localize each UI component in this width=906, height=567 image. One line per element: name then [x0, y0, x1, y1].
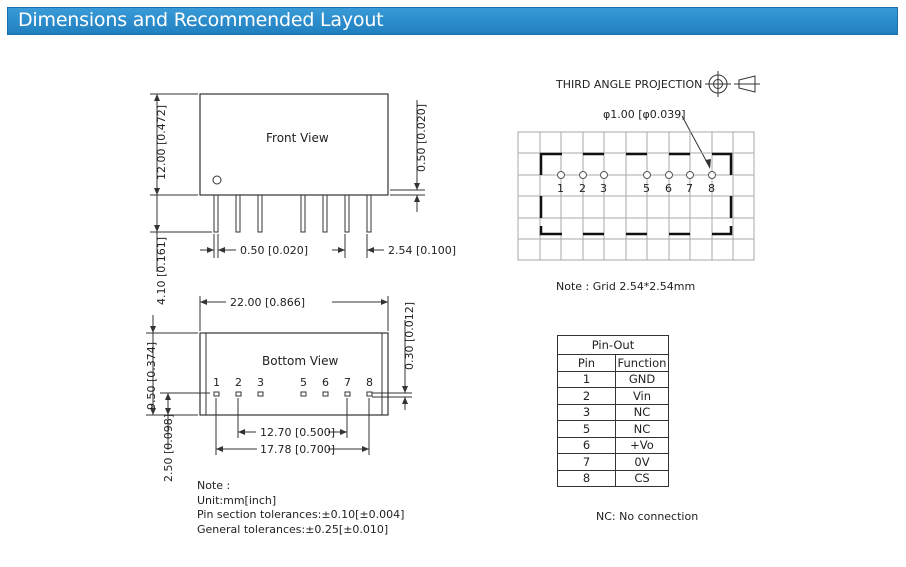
header-bar: Dimensions and Recommended Layout: [7, 7, 898, 35]
layout-pin-numbers: 1 2 3 5 6 7 8: [557, 182, 715, 195]
svg-text:8: 8: [366, 376, 373, 389]
dim-bottom-length: 22.00 [0.866]: [230, 296, 305, 309]
grid-note: Note : Grid 2.54*2.54mm: [556, 280, 695, 293]
svg-text:5: 5: [300, 376, 307, 389]
page-title: Dimensions and Recommended Layout: [18, 9, 384, 31]
notes-title: Note :: [197, 479, 231, 492]
table-row: 6+Vo: [557, 436, 669, 454]
dim-pin-thickness: 0.50 [0.020]: [415, 104, 428, 172]
notes-unit: Unit:mm[inch]: [197, 493, 277, 507]
svg-text:3: 3: [257, 376, 264, 389]
dim-span-12-70: 12.70 [0.500]: [260, 426, 335, 439]
dim-bottom-right-offset: 0.30 [0.012]: [403, 302, 416, 370]
front-view-body: [199, 93, 389, 196]
dim-pin-width: 0.50 [0.020]: [240, 244, 308, 257]
svg-text:6: 6: [665, 182, 672, 195]
svg-text:7: 7: [344, 376, 351, 389]
svg-text:8: 8: [708, 182, 715, 195]
bottom-pads: [213, 391, 373, 397]
pinout-col-function: Function: [615, 354, 669, 372]
notes-pin-tolerance: Pin section tolerances:±0.10[±0.004]: [197, 508, 405, 521]
svg-text:6: 6: [322, 376, 329, 389]
dim-front-height: 12.00 [0.472]: [155, 105, 168, 180]
projection-symbol-icon: [705, 71, 760, 97]
svg-text:1: 1: [213, 376, 220, 389]
dim-pin-length: 4.10 [0.161]: [155, 237, 168, 305]
front-view-label: Front View: [266, 131, 329, 145]
footprint-outline: [539, 152, 733, 236]
svg-text:5: 5: [643, 182, 650, 195]
front-pins: [213, 194, 372, 233]
tolerance-notes: Note : Unit:mm[inch] Pin section toleran…: [197, 479, 404, 537]
bottom-pin-numbers: 1 2 3 5 6 7 8: [213, 376, 373, 389]
notes-general-tolerance: General tolerances:±0.25[±0.010]: [197, 522, 389, 536]
dim-bottom-width: 9.50 [0.374]: [145, 342, 158, 410]
bottom-view-body: [199, 332, 389, 416]
layout-holes: [557, 171, 716, 179]
pin1-marker: [212, 175, 222, 185]
hole-diameter-label: φ1.00 [φ0.039]: [603, 108, 686, 121]
nc-note: NC: No connection: [596, 510, 698, 523]
projection-label: THIRD ANGLE PROJECTION: [555, 78, 702, 91]
pinout-col-pin: Pin: [557, 354, 616, 372]
layout-grid: [517, 131, 755, 261]
svg-text:2: 2: [579, 182, 586, 195]
dim-span-17-78: 17.78 [0.700]: [260, 443, 335, 456]
dim-pin-pitch: 2.54 [0.100]: [388, 244, 456, 257]
bottom-view-label: Bottom View: [262, 354, 338, 368]
svg-text:1: 1: [557, 182, 564, 195]
pinout-title: Pin-Out: [557, 335, 669, 355]
svg-text:3: 3: [600, 182, 607, 195]
dim-bottom-pin-offset: 2.50 [0.098]: [162, 414, 175, 482]
svg-text:2: 2: [235, 376, 242, 389]
svg-text:7: 7: [686, 182, 693, 195]
